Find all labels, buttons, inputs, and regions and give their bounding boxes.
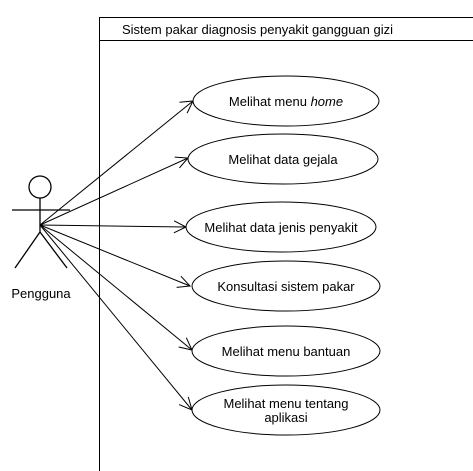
- system-title: Sistem pakar diagnosis penyakit gangguan…: [122, 22, 393, 37]
- use-case-ellipse: [191, 384, 381, 436]
- use-case-label-line-2: aplikasi: [264, 410, 307, 425]
- use-case-uc5: Melihat menu bantuan: [191, 325, 381, 377]
- system-boundary-frame: [99, 17, 473, 471]
- associations: [39, 100, 194, 411]
- association-uc5: [39, 224, 193, 351]
- association-uc4: [39, 224, 191, 287]
- actor-right-leg: [39, 231, 68, 269]
- use-case-ellipse: [191, 325, 381, 377]
- use-case-label-line-1: Melihat menu tentang: [223, 396, 348, 411]
- use-case-label: Melihat data gejala: [228, 152, 338, 167]
- actor-left-leg: [14, 231, 41, 269]
- association-uc1: [39, 100, 194, 226]
- use-case-label: Konsultasi sistem pakar: [217, 279, 355, 294]
- use-case-uc2: Melihat data gejala: [187, 133, 379, 185]
- use-case-uc6: Melihat menu tentang aplikasi: [191, 384, 381, 436]
- use-case-uc4: Konsultasi sistem pakar: [191, 260, 381, 312]
- use-case-label: Melihat menu bantuan: [222, 344, 351, 359]
- use-case-ellipse: [191, 260, 381, 312]
- association-uc2: [39, 157, 189, 226]
- use-case-label: Melihat menu home: [229, 94, 343, 109]
- association-uc6: [39, 224, 193, 411]
- use-case-label-text: Melihat menu: [229, 94, 311, 109]
- use-case-ellipse: [192, 75, 380, 127]
- actor-head: [28, 175, 52, 199]
- use-case-ellipse: [185, 201, 377, 253]
- actor-label: Pengguna: [11, 286, 71, 301]
- use-case-label-italic: home: [311, 94, 344, 109]
- use-case-ellipse: [187, 133, 379, 185]
- use-case-label: Melihat data jenis penyakit: [204, 220, 358, 235]
- use-case-uc3: Melihat data jenis penyakit: [185, 201, 377, 253]
- association-uc3: [39, 224, 187, 228]
- system-boundary: Sistem pakar diagnosis penyakit gangguan…: [99, 17, 473, 471]
- use-case-uc1: Melihat menu home: [192, 75, 380, 127]
- association-uc4-arrowhead: [176, 275, 192, 288]
- actor-pengguna: [12, 175, 70, 269]
